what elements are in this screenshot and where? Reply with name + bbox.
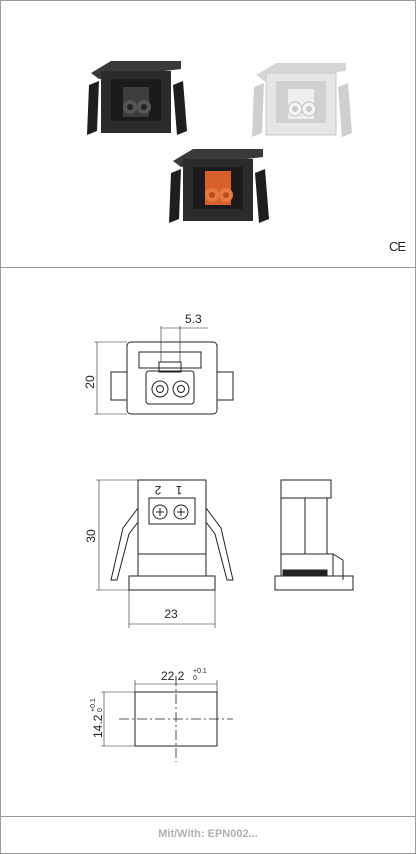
panel-cutout-drawing xyxy=(101,676,233,762)
dim-cutout-height: 14.2 xyxy=(91,714,105,738)
dim-top-height: 20 xyxy=(83,375,97,389)
technical-drawing-panel: 5.3 20 2 1 30 23 22.2 +0.1 0 14.2 +0.1 0 xyxy=(0,267,416,817)
connector-orange-image xyxy=(169,149,269,223)
dim-cutout-width-tol-minus: 0 xyxy=(193,675,197,682)
product-photo-panel: CE xyxy=(0,0,416,268)
dim-cutout-height-tol-plus: +0.1 xyxy=(90,698,97,712)
dim-front-height: 30 xyxy=(84,529,98,543)
dim-front-width: 23 xyxy=(164,607,178,621)
dim-pin-pitch: 5.3 xyxy=(185,312,202,326)
ce-mark: CE xyxy=(388,239,406,254)
product-photos xyxy=(87,61,352,223)
top-view-drawing xyxy=(94,326,234,415)
dim-cutout-width-tol-plus: +0.1 xyxy=(193,668,207,675)
front-view-drawing xyxy=(96,479,234,628)
dim-cutout-height-tol-minus: 0 xyxy=(97,708,104,712)
technical-drawings: 5.3 20 2 1 30 23 22.2 +0.1 0 14.2 +0.1 0 xyxy=(83,312,354,762)
footer-panel: Mit/With: EPN002... xyxy=(0,816,416,854)
pin-label-1: 1 xyxy=(175,483,182,497)
connector-black-image xyxy=(87,61,187,135)
pin-label-2: 2 xyxy=(154,483,161,497)
compatible-with-text: Mit/With: EPN002... xyxy=(158,828,258,840)
dim-cutout-width: 22.2 xyxy=(161,669,185,683)
side-view-drawing xyxy=(274,479,354,591)
connector-white-image xyxy=(252,63,352,137)
